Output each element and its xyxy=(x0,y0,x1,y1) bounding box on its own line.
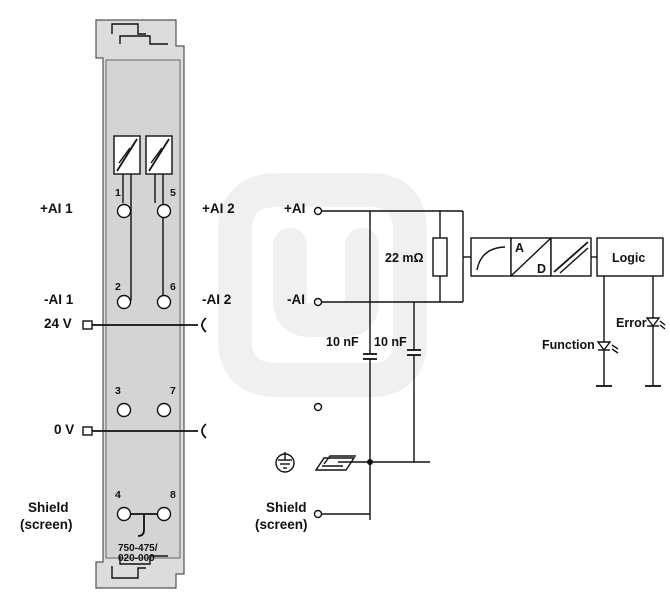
adc-label-a: A xyxy=(515,241,524,255)
terminal-6 xyxy=(156,294,172,310)
label-24v: 24 V xyxy=(44,316,72,331)
label-minus-ai2: -AI 2 xyxy=(202,292,231,307)
error-led xyxy=(645,276,666,387)
label-shield: Shield xyxy=(28,500,69,515)
isolation-icon xyxy=(553,241,589,274)
label-error: Error xyxy=(616,316,647,330)
filter-block xyxy=(470,237,512,277)
label-ai1: +AI 1 xyxy=(40,201,73,216)
led-icon xyxy=(611,344,619,354)
junction-dot xyxy=(367,459,373,465)
label-neg-ai: -AI xyxy=(287,292,305,307)
terminal-3 xyxy=(116,402,132,418)
label-ai2: +AI 2 xyxy=(202,201,235,216)
adc-label-d: D xyxy=(537,262,546,276)
left-labels: +AI 1 +AI 2 -AI 1 -AI 2 24 V 0 V Shield … xyxy=(20,201,235,564)
label-0v: 0 V xyxy=(54,422,74,437)
terminal-number-8: 8 xyxy=(170,489,176,501)
capacitor-2 xyxy=(407,349,421,356)
right-labels: +AI -AI 22 mΩ 10 nF 10 nF Function Error… xyxy=(255,201,647,532)
input-terminal-neg xyxy=(313,297,323,307)
label-screen: (screen) xyxy=(20,517,73,532)
function-led xyxy=(596,276,619,387)
terminal-number-2: 2 xyxy=(115,281,121,293)
terminal-2 xyxy=(116,294,132,310)
terminal-5 xyxy=(156,203,172,219)
resistor xyxy=(432,237,448,277)
label-minus-ai1: -AI 1 xyxy=(44,292,74,307)
input-terminal-shield xyxy=(313,509,323,519)
logic-block: Logic xyxy=(596,237,664,277)
capacitor-1 xyxy=(363,353,377,360)
shield-bridge xyxy=(131,513,157,537)
terminal-8 xyxy=(156,506,172,522)
ground-symbol-icon xyxy=(275,452,295,473)
label-cap1: 10 nF xyxy=(326,335,359,349)
terminal-number-4: 4 xyxy=(115,489,121,501)
terminal-number-1: 1 xyxy=(115,187,121,199)
watermark xyxy=(218,173,427,397)
input-terminal-pos xyxy=(313,206,323,216)
terminal-number-7: 7 xyxy=(170,385,176,397)
terminal-7 xyxy=(156,402,172,418)
label-pos-ai: +AI xyxy=(284,201,305,216)
din-rail-icon xyxy=(314,455,356,471)
terminal-number-6: 6 xyxy=(170,281,176,293)
terminal-numbers: 1 2 3 4 5 6 7 8 xyxy=(115,187,176,501)
label-function: Function xyxy=(542,338,595,352)
input-terminals xyxy=(313,206,323,519)
label-screen-right: (screen) xyxy=(255,517,308,532)
part-number-line1: 750-475/ xyxy=(118,543,158,554)
label-resistor: 22 mΩ xyxy=(385,251,424,265)
label-shield-right: Shield xyxy=(266,500,307,515)
bottom-latch xyxy=(111,555,168,579)
terminal-number-5: 5 xyxy=(170,187,176,199)
part-number-line2: 020-000 xyxy=(118,553,155,564)
power-rail-0v xyxy=(82,423,207,439)
logic-label: Logic xyxy=(612,251,645,265)
top-latch xyxy=(111,23,168,45)
adc-block: A D xyxy=(510,237,552,277)
terminals xyxy=(116,203,172,522)
filter-curve-icon xyxy=(476,246,506,271)
terminal-4 xyxy=(116,506,132,522)
signal-wires xyxy=(322,210,471,520)
channel2-converter xyxy=(145,135,173,175)
input-terminal-nc xyxy=(313,402,323,412)
isolation-block xyxy=(550,237,592,277)
power-rail-24v xyxy=(82,317,207,333)
label-cap2: 10 nF xyxy=(374,335,407,349)
channel1-converter xyxy=(113,135,141,175)
terminal-number-3: 3 xyxy=(115,385,121,397)
terminal-1 xyxy=(116,203,132,219)
